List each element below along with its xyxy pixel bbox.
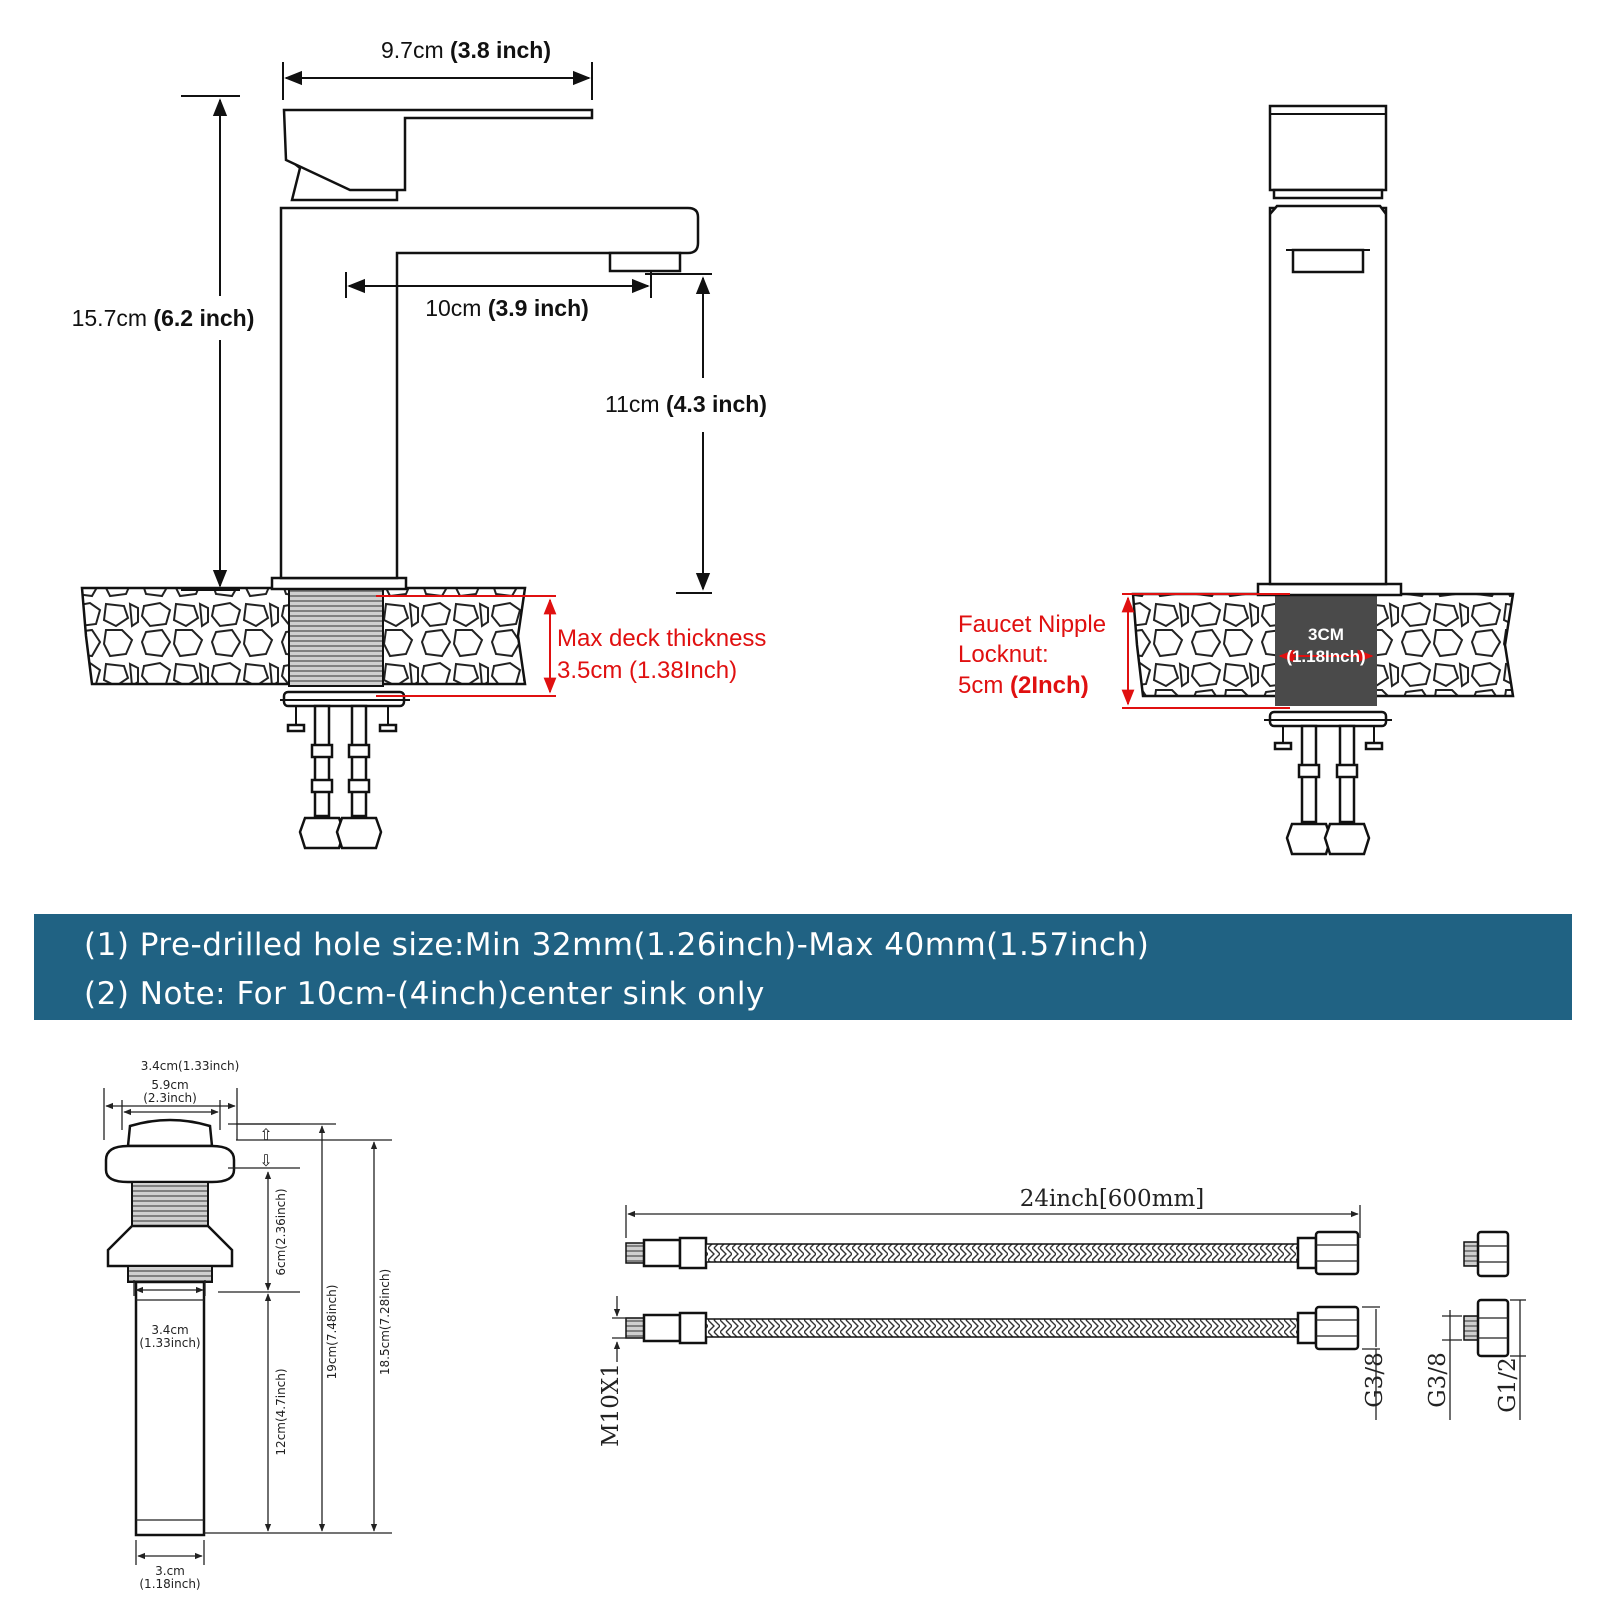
- thread-g38-hose: G3/8: [1362, 1352, 1388, 1407]
- drain-h-6cm: 6cm(2.36inch): [274, 1188, 288, 1275]
- spout-reach-inch: (3.9 inch): [488, 295, 589, 321]
- note-hole-size: (1) Pre-drilled hole size:Min 32mm(1.26i…: [84, 927, 1149, 963]
- hose-length: 24inch[600mm]: [1020, 1186, 1205, 1212]
- spout-height-inch: (4.3 inch): [666, 391, 767, 417]
- svg-text:⇩: ⇩: [259, 1151, 272, 1170]
- drain-h-12cm: 12cm(4.7inch): [274, 1368, 288, 1455]
- drain-mid-1: 3.4cm: [151, 1323, 188, 1337]
- drain-h-19cm: 19cm(7.48inch): [325, 1285, 339, 1380]
- notes-banner: (1) Pre-drilled hole size:Min 32mm(1.26i…: [34, 914, 1572, 1020]
- nipple-width-cm: 3CM: [1308, 625, 1344, 644]
- svg-text:9.7cm (3.8 inch): 9.7cm (3.8 inch): [381, 37, 551, 63]
- drain-top-inner-1: 5.9cm: [151, 1078, 188, 1092]
- total-height-cm: 15.7cm: [72, 305, 147, 331]
- handle-width-cm: 9.7cm: [381, 37, 444, 63]
- drain-top-inner-2: (2.3inch): [143, 1091, 197, 1105]
- thread-m10: M10X1: [598, 1363, 624, 1447]
- svg-text:15.7cm (6.2 inch): 15.7cm (6.2 inch): [72, 305, 255, 331]
- nipple-value-cm: 5cm: [958, 672, 1010, 699]
- note-center-sink: (2) Note: For 10cm-(4inch)center sink on…: [84, 976, 765, 1012]
- nipple-label-1: Faucet Nipple: [958, 611, 1106, 638]
- faucet-front-view: 9.7cm (3.8 inch) 15.7cm (6.2 inch) 10cm …: [72, 37, 767, 850]
- svg-text:⇧: ⇧: [259, 1125, 272, 1144]
- spout-height-cm: 11cm: [605, 391, 660, 417]
- thread-g12: G1/2: [1495, 1357, 1521, 1412]
- nipple-value-inch: (2Inch): [1010, 672, 1089, 699]
- thread-g38-adapter: G3/8: [1425, 1352, 1451, 1407]
- pop-up-drain: 3.4cm(1.33inch) 5.9cm (2.3inch) 3.4cm (1…: [103, 1059, 392, 1591]
- handle-width-inch: (3.8 inch): [450, 37, 551, 63]
- svg-text:10cm (3.9 inch): 10cm (3.9 inch): [425, 295, 589, 321]
- drain-bottom-2: (1.18inch): [139, 1577, 200, 1591]
- deck-thickness-label: Max deck thickness: [557, 625, 766, 652]
- drain-bottom-1: 3.cm: [155, 1564, 185, 1578]
- nipple-label-2: Locknut:: [958, 641, 1049, 668]
- nipple-width-inch: (1.18Inch): [1286, 647, 1365, 666]
- svg-text:11cm (4.3 inch): 11cm (4.3 inch): [605, 391, 767, 417]
- spout-reach-cm: 10cm: [425, 295, 481, 321]
- svg-text:5cm (2Inch): 5cm (2Inch): [958, 672, 1089, 699]
- drain-top-outer: 3.4cm(1.33inch): [141, 1059, 240, 1073]
- faucet-side-view: 3CM (1.18Inch) Faucet Nipple Locknut: 5c…: [958, 104, 1515, 856]
- deck-thickness-value: 3.5cm (1.38Inch): [557, 657, 737, 684]
- drain-h-18-5cm: 18.5cm(7.28inch): [378, 1269, 392, 1375]
- drain-mid-2: (1.33inch): [139, 1336, 200, 1350]
- supply-hoses: 24inch[600mm] M10X1 G3/8: [598, 1186, 1526, 1447]
- total-height-inch: (6.2 inch): [153, 305, 254, 331]
